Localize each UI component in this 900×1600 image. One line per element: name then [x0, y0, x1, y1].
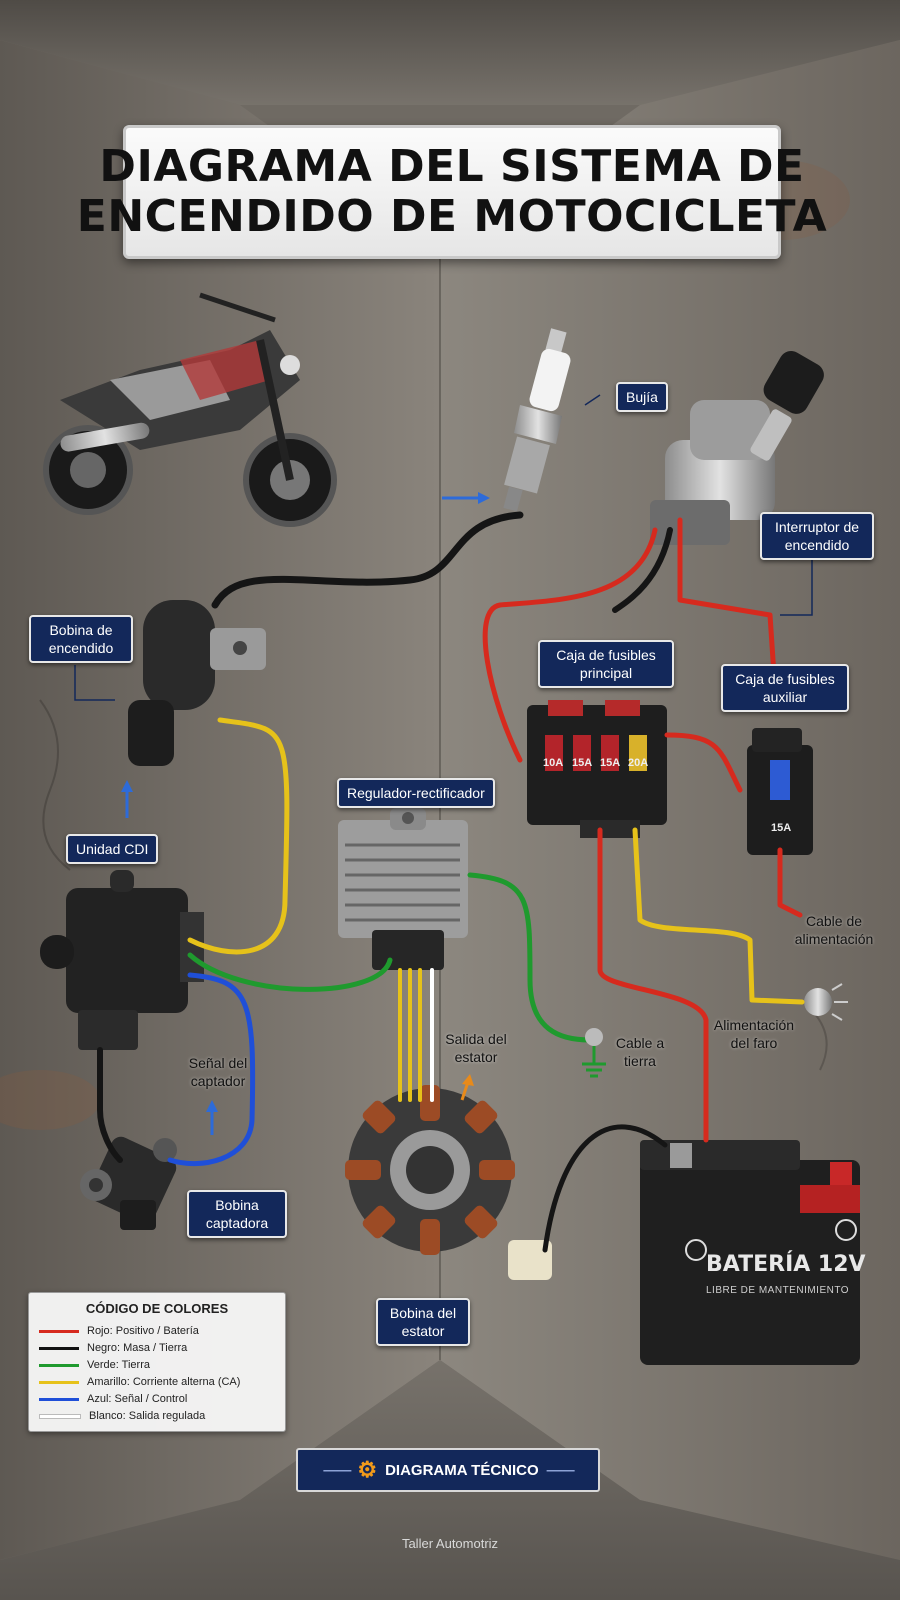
label-alimentacion-faro: Alimentación del faro [704, 1016, 804, 1052]
aux-fuse-rating: 15A [771, 822, 791, 834]
gear-icon: ⚙ [357, 1457, 377, 1483]
label-bujia: Bujía [616, 382, 668, 412]
title-line-1: DIAGRAMA DEL SISTEMA DE [99, 142, 804, 192]
fuse-rating-4: 20A [628, 757, 648, 769]
title-banner: DIAGRAMA DEL SISTEMA DE ENCENDIDO DE MOT… [123, 125, 781, 259]
footer-badge-text: DIAGRAMA TÉCNICO [385, 1462, 539, 1479]
legend-item: Azul: Señal / Control [39, 1391, 187, 1407]
spark-plug [503, 328, 572, 511]
label-cable-tierra: Cable a tierra [610, 1034, 670, 1070]
label-bobina-captadora: Bobina captadora [187, 1190, 287, 1238]
legend-item: Negro: Masa / Tierra [39, 1340, 187, 1356]
footer-badge: —— ⚙ DIAGRAMA TÉCNICO —— [296, 1448, 600, 1492]
fuse-rating-3: 15A [600, 757, 620, 769]
label-unidad-cdi: Unidad CDI [66, 834, 158, 864]
label-interruptor: Interruptor de encendido [760, 512, 874, 560]
legend-title: CÓDIGO DE COLORES [29, 1301, 285, 1316]
label-senal-captador: Señal del captador [178, 1054, 258, 1090]
label-bobina-encendido: Bobina de encendido [29, 615, 133, 663]
credit-text: Taller Automotriz [0, 1536, 900, 1551]
main-fuse-box [527, 700, 667, 838]
battery-sublabel: LIBRE DE MANTENIMIENTO [706, 1285, 849, 1296]
fuse-rating-1: 10A [543, 757, 563, 769]
color-legend: CÓDIGO DE COLORES Rojo: Positivo / Bater… [28, 1292, 286, 1432]
regulator-rectifier [338, 808, 468, 970]
label-caja-principal: Caja de fusibles principal [538, 640, 674, 688]
ignition-coil [128, 600, 266, 766]
legend-item: Verde: Tierra [39, 1357, 150, 1373]
battery-label: BATERÍA 12V [706, 1252, 866, 1277]
label-caja-auxiliar: Caja de fusibles auxiliar [721, 664, 849, 712]
headlight-connector [804, 984, 848, 1020]
label-salida-estator: Salida del estator [436, 1030, 516, 1066]
legend-item: Amarillo: Corriente alterna (CA) [39, 1374, 240, 1390]
stator-coil [345, 1085, 552, 1280]
cdi-unit [40, 870, 204, 1050]
stator-arrow-icon [462, 1074, 474, 1100]
aux-fuse-box [747, 728, 813, 855]
ground-icon [582, 1028, 606, 1076]
pickup-coil [80, 1133, 180, 1230]
label-cable-alimentacion: Cable de alimentación [786, 912, 882, 948]
legend-item: Rojo: Positivo / Batería [39, 1323, 199, 1339]
fuse-rating-2: 15A [572, 757, 592, 769]
arrow-icon [121, 492, 490, 1135]
legend-item: Blanco: Salida regulada [39, 1408, 205, 1424]
motorcycle-illustration [46, 295, 334, 524]
label-bobina-estator: Bobina del estator [376, 1298, 470, 1346]
title-line-2: ENCENDIDO DE MOTOCICLETA [77, 192, 827, 242]
label-regulador: Regulador-rectificador [337, 778, 495, 808]
